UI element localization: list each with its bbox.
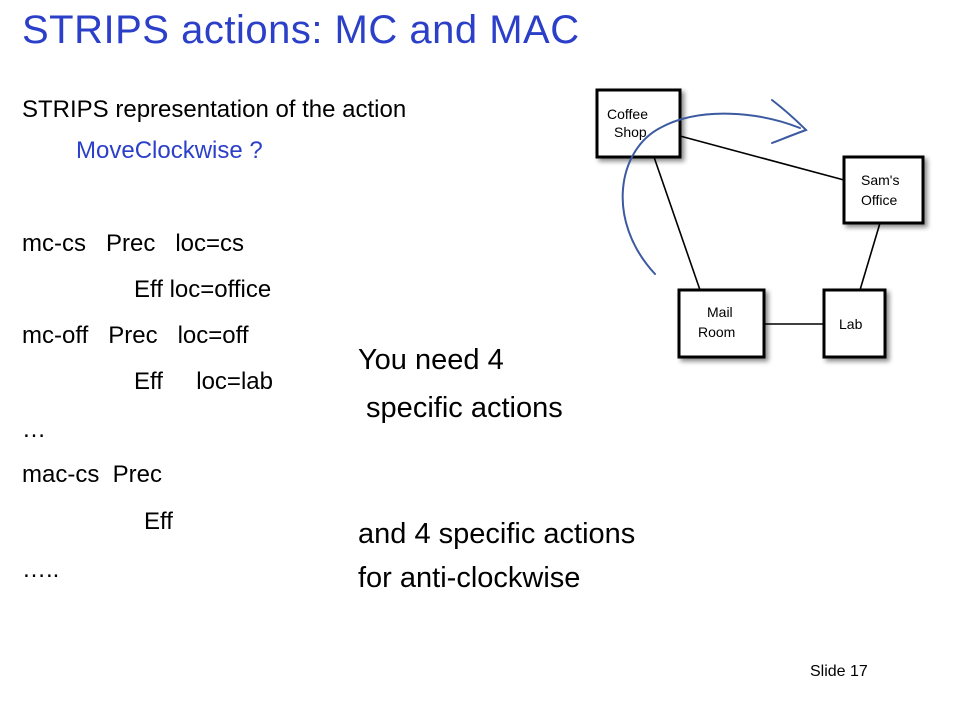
code-line-5: mac-cs Prec: [22, 461, 163, 488]
ellipsis-line-1: …: [22, 416, 46, 443]
node-lab-label: Lab: [839, 316, 863, 332]
node-coffee-label-1: Coffee: [607, 106, 648, 122]
code-line-1: mc-cs Prec loc=cs: [22, 230, 245, 257]
edge-coffee-sams: [679, 135, 845, 181]
edge-coffee-mail: [653, 156, 701, 291]
note-need-actions-line1: You need 4: [358, 344, 504, 376]
node-sams-office: Sam's Office: [842, 155, 925, 225]
code-line-3: mc-off Prec loc=off: [22, 322, 249, 349]
node-coffee-label-2: Shop: [614, 124, 647, 140]
note-anticlockwise-line1: and 4 specific actions: [358, 518, 636, 550]
action-name: MoveClockwise ?: [76, 137, 263, 164]
intro-text: STRIPS representation of the action: [22, 96, 407, 123]
node-mail-room: Mail Room: [677, 288, 766, 359]
node-coffee-shop: Coffee Shop: [595, 88, 682, 159]
note-anticlockwise-line2: for anti-clockwise: [358, 562, 581, 594]
slide-title: STRIPS actions: MC and MAC: [22, 8, 580, 52]
clockwise-arrow-curve: [621, 112, 801, 275]
node-mail-label-1: Mail: [707, 304, 733, 320]
node-sams-label-1: Sam's: [861, 172, 899, 188]
code-line-4: Eff loc=lab: [134, 368, 273, 395]
edge-sams-lab: [859, 222, 881, 291]
node-lab: Lab: [822, 288, 887, 359]
ellipsis-line-2: …..: [22, 556, 60, 583]
note-need-actions-line2: specific actions: [358, 392, 563, 424]
code-line-6: Eff: [144, 508, 173, 535]
slide-number: Slide 17: [810, 663, 868, 680]
node-mail-label-2: Room: [698, 324, 735, 340]
clockwise-arrow-head: [771, 99, 808, 144]
code-line-2: Eff loc=office: [134, 276, 272, 303]
node-sams-label-2: Office: [861, 192, 898, 208]
